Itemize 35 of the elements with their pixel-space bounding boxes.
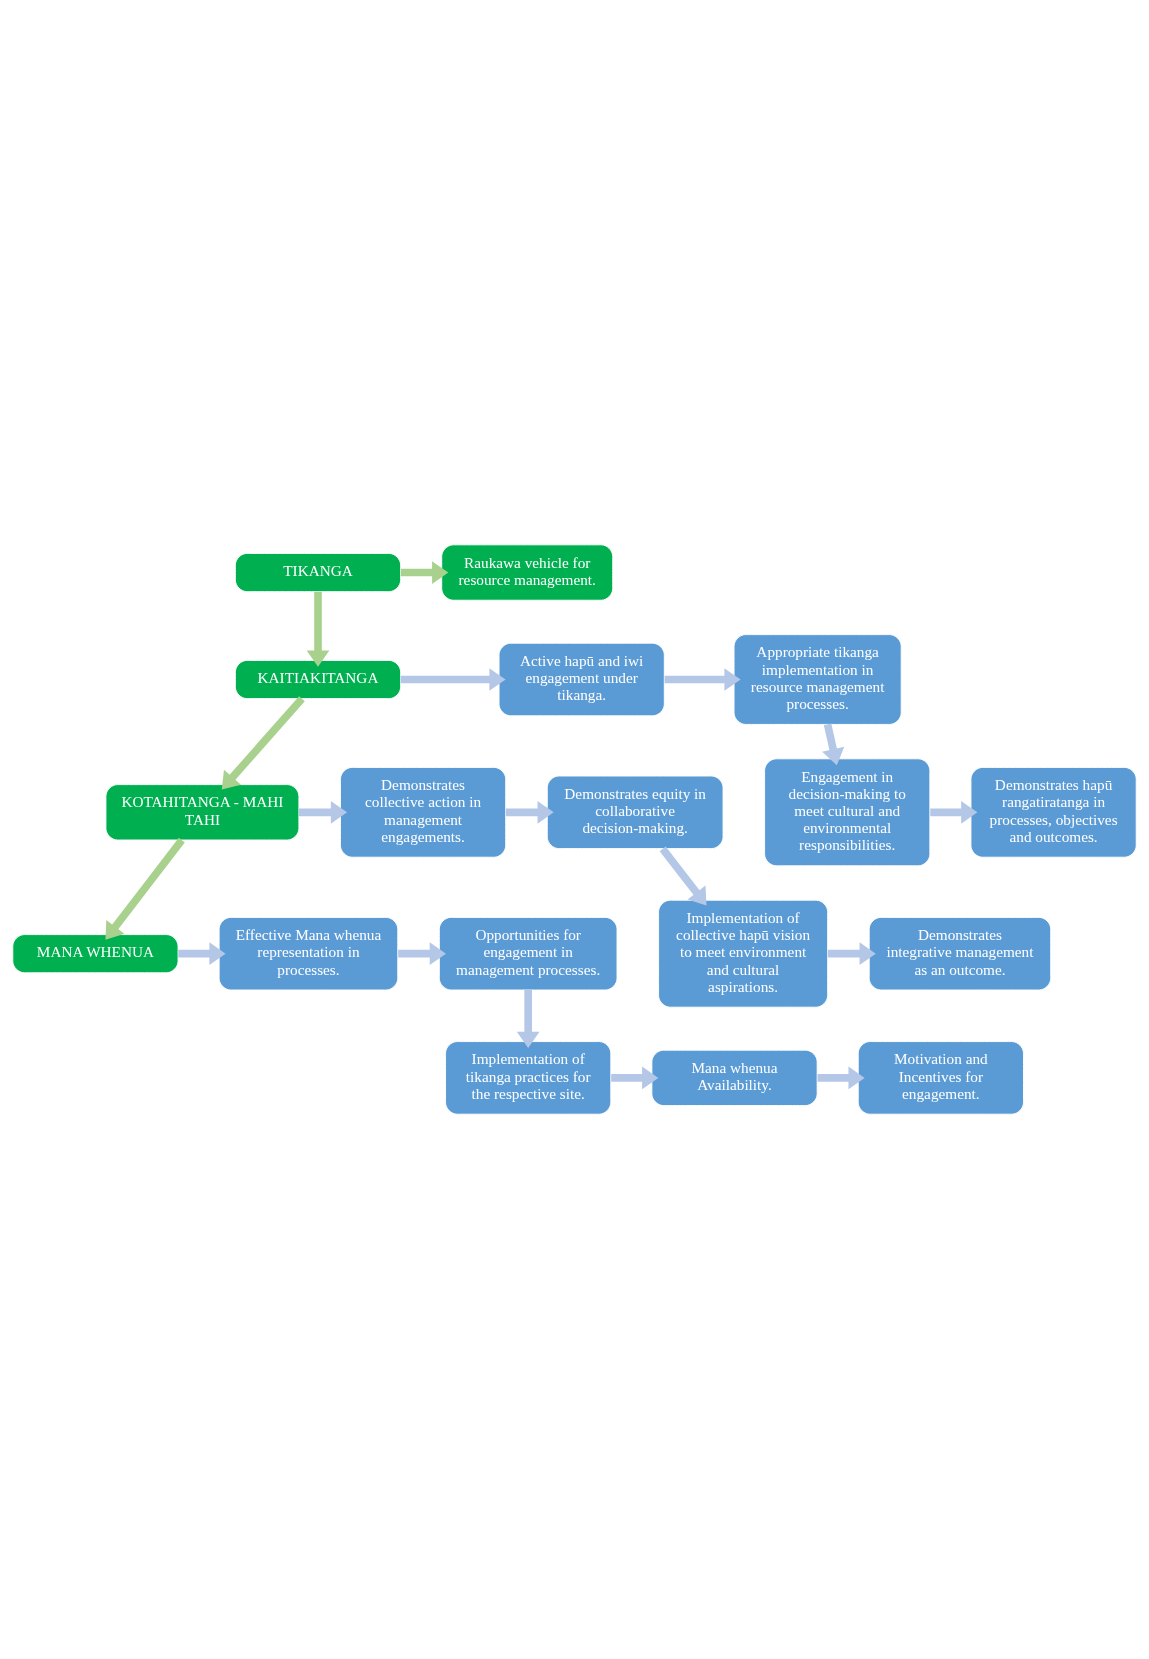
arrow [306, 591, 330, 667]
node-box: Demonstrates integrative management as an outcome. [868, 916, 1052, 991]
node-box: Active hapū and iwi engagement under tikanga. [498, 642, 665, 717]
arrow [930, 800, 978, 824]
arrow [298, 800, 348, 824]
node-box: Mana whenua Availability. [651, 1049, 818, 1107]
arrow [400, 561, 449, 584]
arrow [398, 942, 446, 966]
node-box: Effective Mana whenua representation in processes. [218, 916, 399, 991]
node-box: TIKANGA [234, 552, 402, 593]
node-box: Implementation of tikanga practices for the respective site. [445, 1041, 612, 1115]
arrow [611, 1066, 659, 1090]
arrow [827, 942, 876, 966]
arrow [817, 1066, 865, 1090]
node-box: Opportunities for engagement in management processes. [438, 916, 618, 991]
arrow [105, 837, 185, 940]
node-box: MANA WHENUA [12, 934, 179, 974]
node-box: Demonstrates hapū rangatiratanga in processes, objectives and outcomes. [970, 766, 1137, 858]
arrow [221, 696, 305, 790]
arrow [822, 723, 845, 766]
node-box: Demonstrates collective action in management engagements. [339, 766, 507, 858]
node-box: Demonstrates equity in collaborative decision-making. [546, 775, 724, 850]
node-box: Raukawa vehicle for resource management. [441, 544, 614, 601]
arrow [505, 800, 554, 824]
node-box: Engagement in decision-making to meet cultural and environmental responsibilities. [764, 758, 931, 867]
arrow [664, 668, 741, 691]
arrow [400, 668, 506, 691]
node-box: KOTAHITANGA - MAHI TAHI [105, 784, 300, 841]
arrow [516, 990, 540, 1048]
node-box: Implementation of collective hapū vision to meet environment and cultural aspirations. [658, 899, 829, 1008]
node-box: KAITIAKITANGA [234, 659, 402, 700]
arrow [178, 942, 226, 966]
node-box: Motivation and Incentives for engagement. [857, 1041, 1024, 1115]
arrow [659, 846, 707, 906]
node-box: Appropriate tikanga implementation in resource management processes. [733, 634, 902, 725]
